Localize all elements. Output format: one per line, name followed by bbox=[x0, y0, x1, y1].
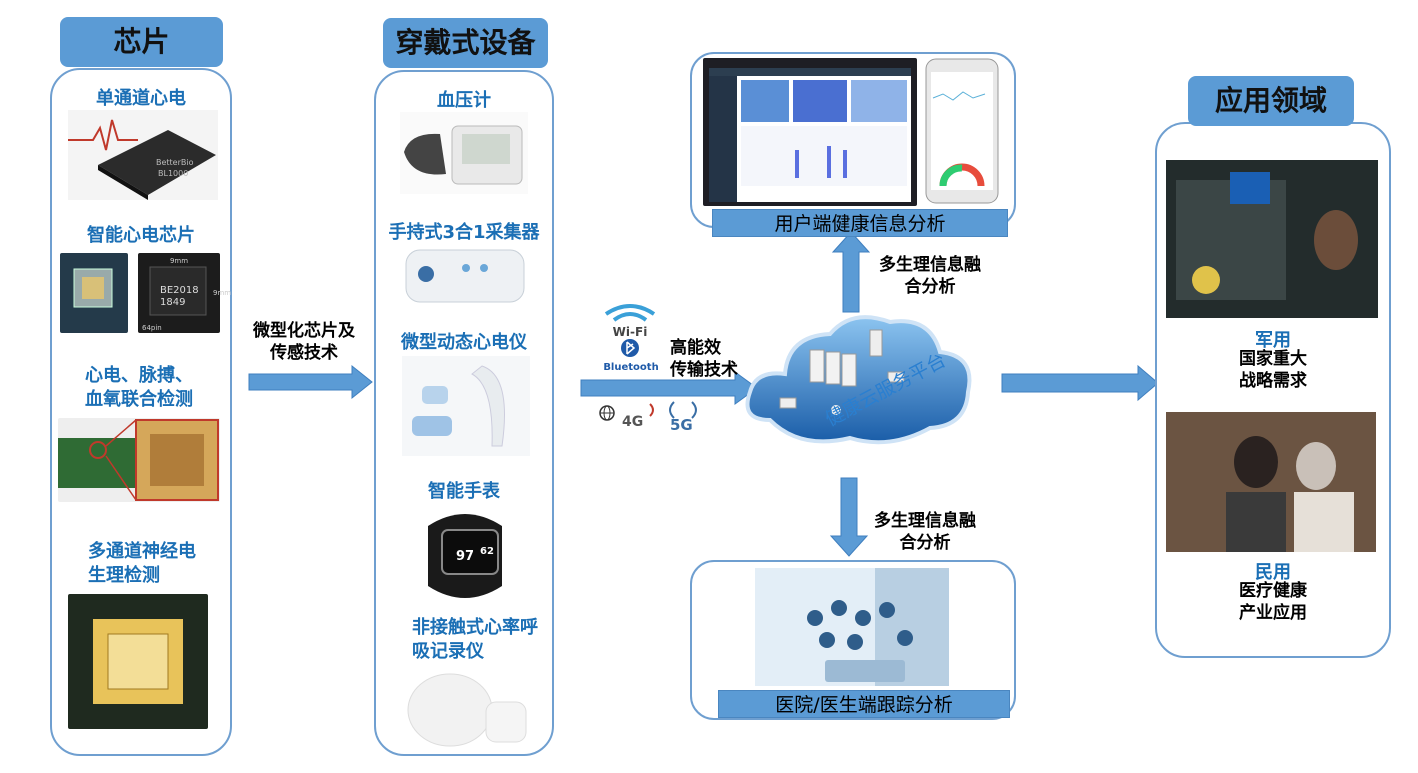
smart-ecg-chip-photo-a bbox=[60, 253, 128, 333]
single-ecg-chip-image: BetterBio BL1000 bbox=[68, 110, 218, 200]
cloud-icon bbox=[745, 315, 972, 445]
arrow-cloud-down bbox=[829, 477, 869, 557]
bluetooth-icon: Bluetooth bbox=[600, 338, 662, 374]
wifi-label: Wi-Fi bbox=[613, 325, 648, 339]
label-efficient-transmission: 高能效 传输技术 bbox=[670, 338, 738, 380]
wearable-item-dynamic-ecg: 微型动态心电仪 bbox=[401, 332, 527, 353]
handheld-3in1-image bbox=[404, 246, 526, 306]
5g-label: 5G bbox=[670, 416, 693, 434]
chip-header: 芯片 bbox=[60, 17, 223, 67]
chip-dim-top: 9mm bbox=[170, 257, 188, 265]
svg-text:BetterBio: BetterBio bbox=[156, 158, 194, 167]
signal-5g-icon: 5G bbox=[664, 398, 704, 434]
smart-ecg-chip-photo-b: 9mm 9mm BE2018 1849 64pin bbox=[138, 253, 231, 333]
military-title: 军用 bbox=[1255, 330, 1291, 351]
dynamic-ecg-image bbox=[402, 356, 530, 456]
smartwatch-image: 97 62 bbox=[420, 506, 510, 606]
wearable-item-smartwatch: 智能手表 bbox=[428, 481, 500, 502]
watch-reading-left: 97 bbox=[456, 549, 474, 564]
hospital-doctor-image bbox=[755, 568, 949, 686]
wearable-item-handheld-3in1: 手持式3合1采集器 bbox=[388, 222, 540, 243]
civil-desc: 医疗健康 产业应用 bbox=[1239, 581, 1307, 623]
arrow-cloud-up bbox=[831, 231, 871, 313]
4g-label: 4G bbox=[622, 414, 643, 430]
user-panel-label: 用户端健康信息分析 bbox=[712, 209, 1008, 237]
bp-monitor-image bbox=[400, 112, 528, 194]
user-dashboard-screenshot bbox=[703, 58, 917, 206]
contactless-recorder-image bbox=[404, 668, 532, 748]
cloud-platform bbox=[740, 300, 980, 480]
wearable-header: 穿戴式设备 bbox=[383, 18, 548, 68]
chip-item-single-ecg: 单通道心电 bbox=[96, 88, 186, 109]
application-header: 应用领域 bbox=[1188, 76, 1354, 126]
chip-item-multichannel-neuro: 多通道神经电 生理检测 bbox=[88, 541, 196, 586]
wearable-item-contactless-recorder: 非接触式心率呼 吸记录仪 bbox=[412, 617, 538, 662]
label-fusion-analysis-down: 多生理信息融 合分析 bbox=[874, 511, 976, 553]
watch-reading-right: 62 bbox=[480, 546, 494, 557]
chip-pin-count: 64pin bbox=[142, 324, 162, 332]
military-desc: 国家重大 战略需求 bbox=[1239, 349, 1307, 391]
civil-image bbox=[1166, 412, 1376, 552]
user-mobile-screenshot bbox=[925, 58, 999, 204]
bluetooth-label: Bluetooth bbox=[603, 362, 658, 373]
civil-title: 民用 bbox=[1255, 562, 1291, 583]
ecg-pulse-spo2-board-image bbox=[58, 418, 220, 502]
signal-4g-icon: 4G bbox=[620, 398, 664, 432]
chip-marking-line2: 1849 bbox=[160, 297, 185, 308]
chip-item-ecg-pulse-spo2: 心电、脉搏、 血氧联合检测 bbox=[85, 365, 193, 410]
hospital-panel-label: 医院/医生端跟踪分析 bbox=[718, 690, 1010, 718]
arrow-chip-to-wearable bbox=[248, 364, 373, 400]
label-micro-chip-sensing: 微型化芯片及 传感技术 bbox=[253, 321, 355, 363]
arrow-cloud-to-application bbox=[1001, 364, 1159, 402]
arrow-wearable-to-cloud bbox=[580, 371, 758, 405]
military-image bbox=[1166, 160, 1378, 318]
chip-marking-line1: BE2018 bbox=[160, 285, 199, 296]
label-fusion-analysis-up: 多生理信息融 合分析 bbox=[879, 255, 981, 297]
multichannel-neuro-chip-image bbox=[68, 594, 208, 729]
globe-icon bbox=[598, 404, 616, 422]
chip-dim-side: 9mm bbox=[213, 289, 231, 297]
svg-text:BL1000: BL1000 bbox=[158, 169, 188, 178]
wearable-item-bp-monitor: 血压计 bbox=[437, 90, 491, 111]
wifi-icon: Wi-Fi bbox=[600, 300, 660, 340]
chip-item-smart-ecg: 智能心电芯片 bbox=[87, 225, 195, 246]
